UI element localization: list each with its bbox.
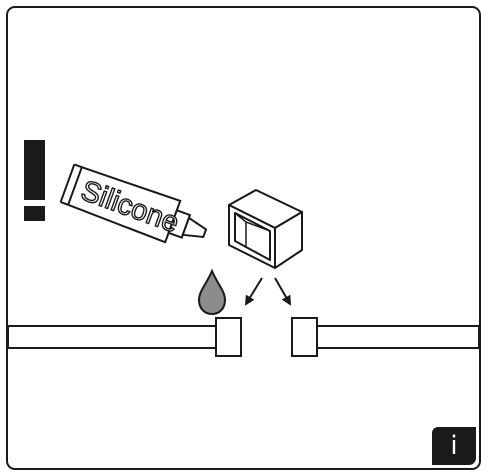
arrow-left-joint	[244, 277, 263, 306]
right-rail	[316, 325, 480, 349]
silicone-tube: Silicone	[59, 163, 208, 244]
square-tube-connector	[228, 189, 303, 269]
info-button[interactable]: i	[432, 427, 476, 465]
left-joint-sleeve	[215, 317, 242, 357]
exclamation-icon	[24, 140, 45, 221]
silicone-drop-icon	[197, 268, 227, 316]
arrow-right-joint	[274, 277, 291, 306]
left-rail	[7, 325, 217, 349]
right-joint-sleeve	[291, 317, 318, 357]
info-icon: i	[450, 431, 458, 461]
